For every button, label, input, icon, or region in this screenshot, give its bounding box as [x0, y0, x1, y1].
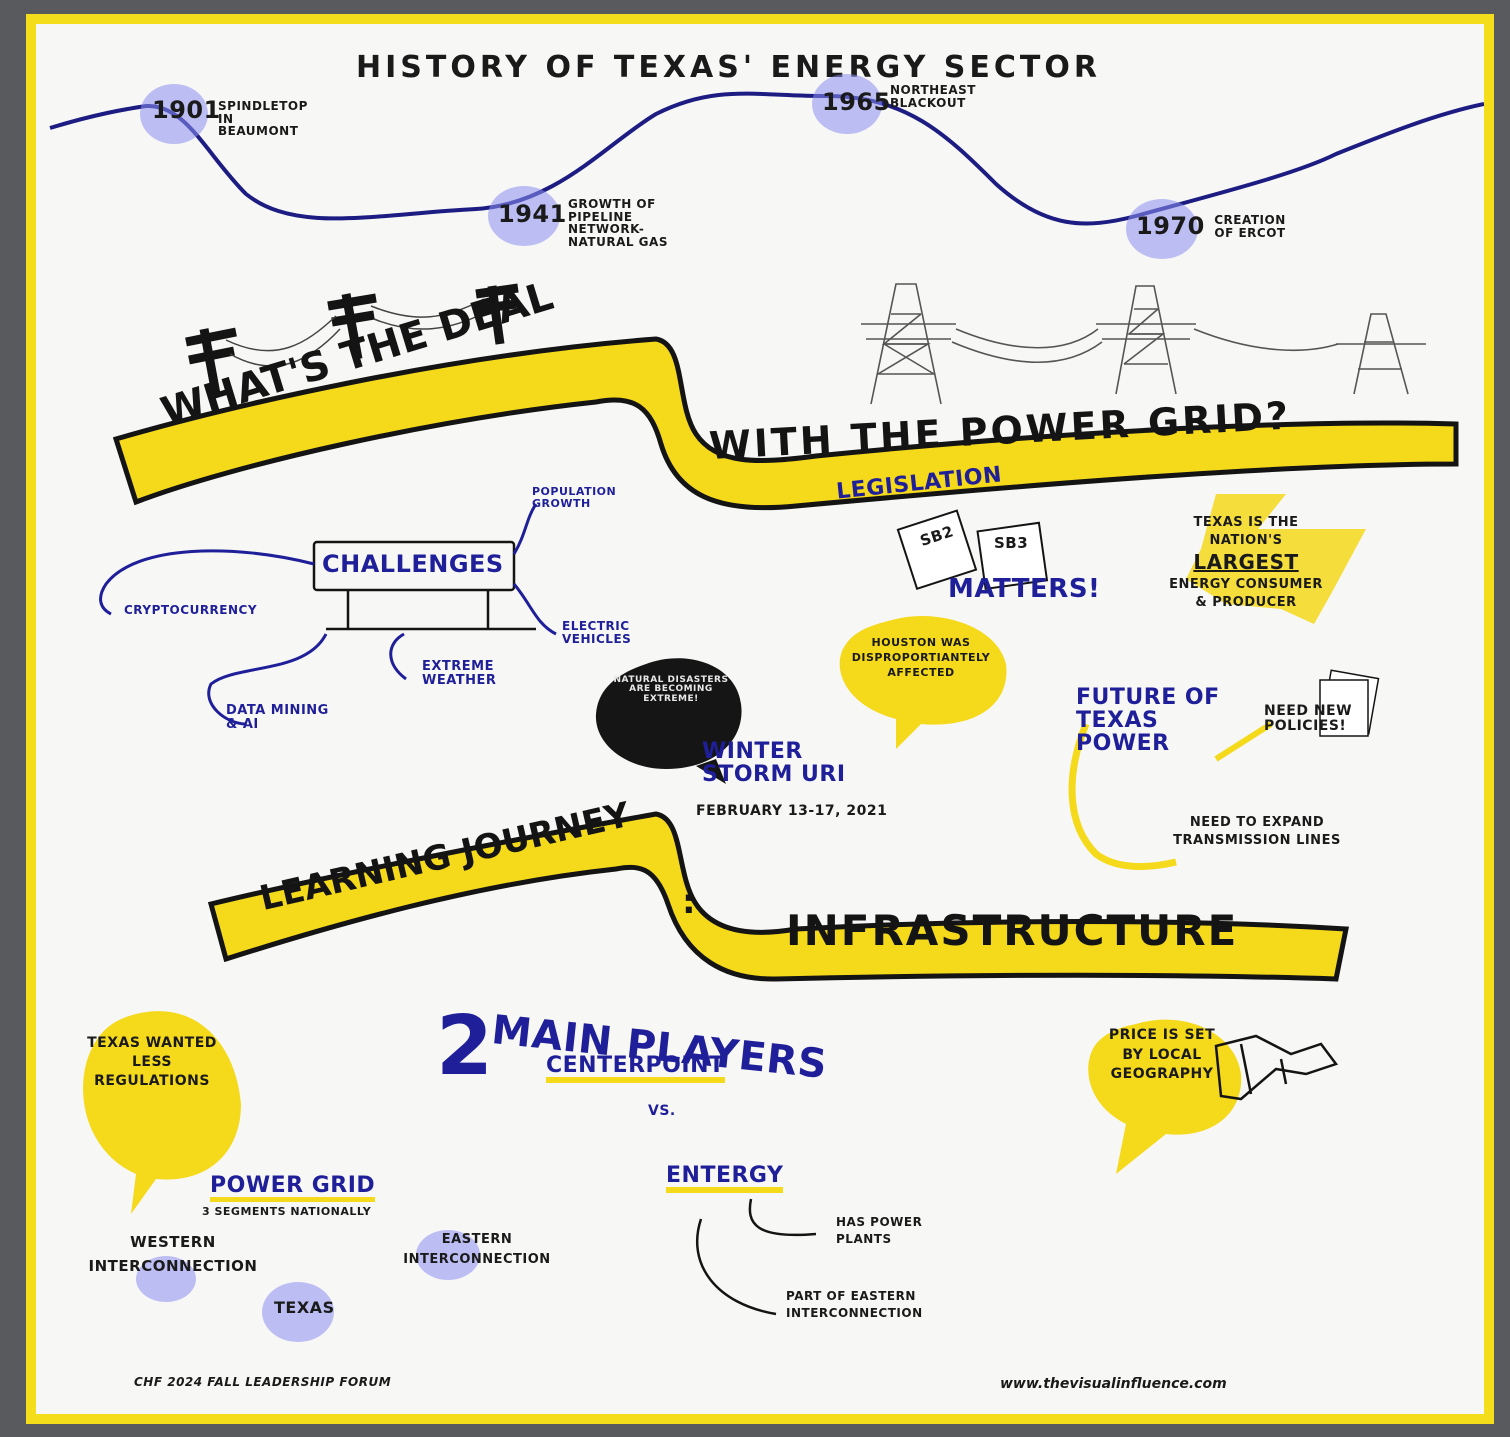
challenge-population: POPULATION GROWTH [532, 485, 617, 510]
texas-fact-line4: & PRODUCER [1195, 594, 1297, 610]
year-1941: 1941 [498, 200, 567, 228]
vs-label: VS. [648, 1103, 676, 1119]
texas-fact: TEXAS IS THE NATION'S LARGEST ENERGY CON… [1156, 514, 1336, 611]
need-policies: NEED NEW POLICIES! [1264, 703, 1353, 734]
price-bubble [1088, 1019, 1242, 1174]
documents-icon [896, 509, 1049, 591]
banner-ribbon-top [112, 336, 1459, 511]
banner2-part2: INFRASTRUCTURE [786, 906, 1239, 955]
year-1965: 1965 [822, 88, 891, 116]
year-1901: 1901 [152, 96, 221, 124]
poster-surface: HISTORY OF TEXAS' ENERGY SECTOR 1901 SPI… [36, 24, 1484, 1414]
future-swoosh [1068, 722, 1177, 871]
challenge-weather: EXTREME WEATHER [422, 659, 497, 688]
poster-board: HISTORY OF TEXAS' ENERGY SECTOR 1901 SPI… [26, 14, 1494, 1424]
eastern-blob [416, 1230, 480, 1280]
texas-label: TEXAS [274, 1298, 335, 1317]
matters-label: MATTERS! [948, 574, 1101, 604]
transmission-towers-icon [861, 283, 1426, 405]
eastern-label: EASTERN INTERCONNECTION [403, 1232, 551, 1267]
challenges-sign-icon [312, 540, 536, 631]
winter-storm-title: WINTER STORM URI [702, 739, 846, 788]
lightning-highlight [1186, 494, 1366, 624]
year-circle-1970 [1126, 199, 1198, 259]
challenges-label: CHALLENGES [322, 550, 504, 578]
texas-fact-line2: NATION'S LARGEST [1156, 532, 1336, 577]
texas-fact-nations: NATION'S [1209, 532, 1283, 548]
regulations-bubble [83, 1011, 241, 1214]
western-label: WESTERN INTERCONNECTION [88, 1233, 258, 1275]
future-title: FUTURE OF TEXAS POWER [1076, 685, 1220, 757]
year-1970: 1970 [1136, 212, 1205, 240]
centerpoint-label: CENTERPOINT [546, 1054, 725, 1084]
texas-fact-line1: TEXAS IS THE [1193, 515, 1299, 530]
texas-blob [262, 1282, 334, 1342]
power-grid-subtitle: 3 SEGMENTS NATIONALLY [202, 1205, 372, 1218]
power-grid-title: POWER GRID [210, 1174, 376, 1203]
regulations-text: TEXAS WANTED LESS REGULATIONS [87, 1035, 217, 1089]
houston-text: HOUSTON WAS DISPROPORTIANTELY AFFECTED [851, 636, 991, 679]
price-text: PRICE IS SET BY LOCAL GEOGRAPHY [1108, 1027, 1216, 1083]
footer-event: CHF 2024 FALL LEADERSHIP FORUM [134, 1375, 392, 1389]
illustrations [49, 91, 1484, 1316]
year-circle-1901 [140, 84, 208, 144]
challenge-data-mining: DATA MINING & AI [226, 703, 329, 732]
disasters-text: NATURAL DISASTERS ARE BECOMING EXTREME! [613, 675, 729, 704]
challenge-arrows [99, 503, 557, 726]
western-blob [136, 1256, 196, 1302]
timeline-line [49, 91, 1484, 226]
entergy-power-plants: HAS POWER PLANTS [836, 1215, 923, 1246]
texas-fact-largest: LARGEST [1193, 550, 1299, 575]
need-lines: NEED TO EXPAND TRANSMISSION LINES [1173, 815, 1341, 848]
entergy-arrows [695, 1198, 817, 1316]
texas-fact-line3: ENERGY CONSUMER [1169, 577, 1323, 593]
challenge-ev: ELECTRIC VEHICLES [562, 619, 632, 646]
event-1901: SPINDLETOP IN BEAUMONT [218, 99, 308, 139]
year-circle-1965 [812, 74, 882, 134]
winter-storm-date: FEBRUARY 13-17, 2021 [696, 803, 888, 819]
page-title: HISTORY OF TEXAS' ENERGY SECTOR [356, 50, 1101, 85]
event-1965: NORTHEAST BLACKOUT [890, 83, 976, 110]
players-number: 2 [436, 999, 494, 1094]
entergy-label: ENTERGY [666, 1164, 784, 1194]
challenge-crypto: CRYPTOCURRENCY [124, 603, 258, 617]
doc-sb3: SB3 [994, 534, 1029, 552]
policy-papers-icon [1319, 669, 1380, 737]
banner2-colon: : [682, 882, 696, 922]
footer-website: www.thevisualinfluence.com [1000, 1376, 1227, 1392]
disasters-bubble [595, 658, 742, 784]
entergy-eastern: PART OF EASTERN INTERCONNECTION [786, 1289, 923, 1320]
map-icon [1214, 1034, 1339, 1101]
event-1970: CREATION OF ERCOT [1214, 213, 1286, 240]
banner-ribbon-bottom [207, 811, 1350, 982]
utility-poles-icon [185, 283, 519, 395]
houston-bubble [839, 616, 1007, 749]
event-1941: GROWTH OF PIPELINE NETWORK- NATURAL GAS [568, 197, 668, 249]
year-circle-1941 [488, 186, 560, 246]
